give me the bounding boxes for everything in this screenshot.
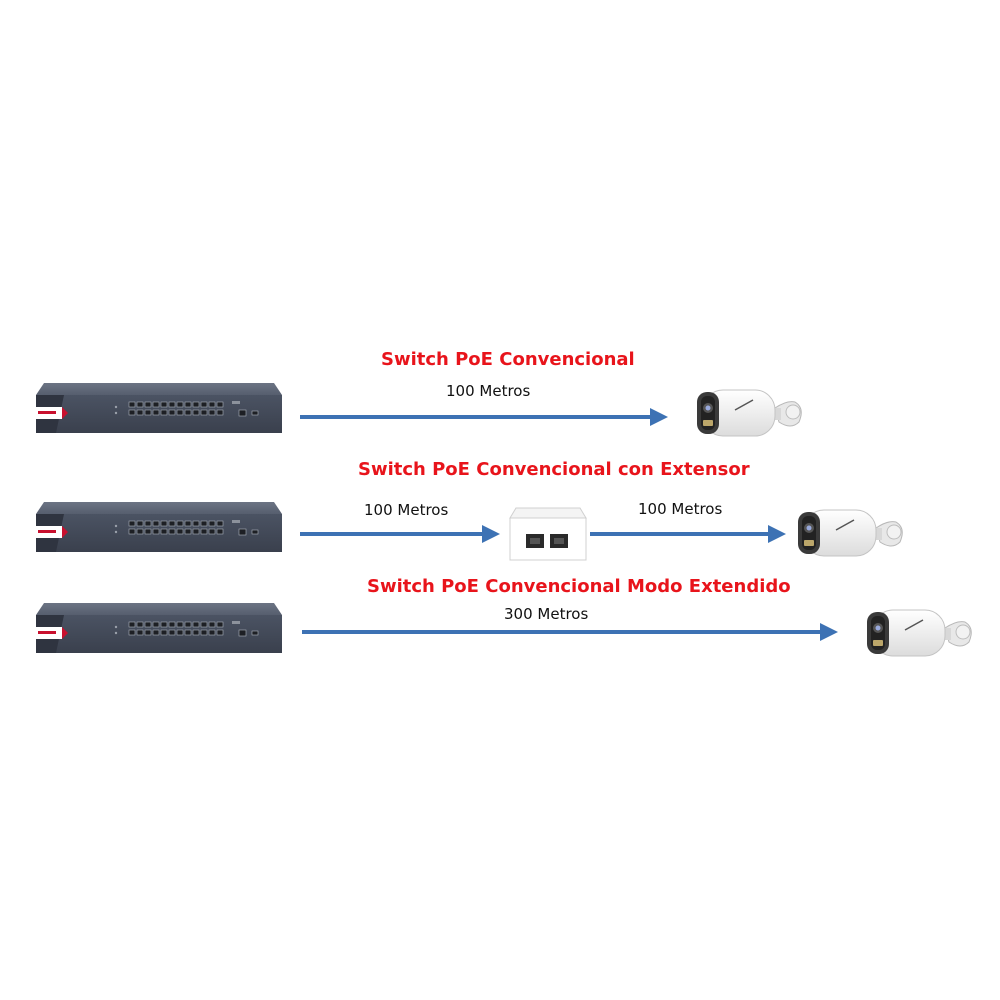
row1-title: Switch PoE Convencional xyxy=(381,349,635,370)
row1-switch xyxy=(35,383,283,434)
row1-arrow xyxy=(300,408,668,426)
row1-distance-label: 100 Metros xyxy=(446,382,531,400)
poe-switch-icon xyxy=(35,502,283,553)
row3-distance-label: 300 Metros xyxy=(504,605,589,623)
row2-distance-label-1: 100 Metros xyxy=(364,501,449,519)
row3-camera xyxy=(866,609,972,657)
row3-title: Switch PoE Convencional Modo Extendido xyxy=(367,576,791,597)
row2-distance-label-2: 100 Metros xyxy=(638,500,723,518)
row2-arrow-1 xyxy=(300,525,500,543)
bullet-camera-icon xyxy=(797,509,903,557)
row3-switch xyxy=(35,603,283,654)
row3-arrow xyxy=(302,623,838,641)
poe-switch-icon xyxy=(35,383,283,434)
row2-title: Switch PoE Convencional con Extensor xyxy=(358,459,750,480)
row1-camera xyxy=(696,389,802,437)
row2-arrow-2 xyxy=(590,525,786,543)
row2-extender xyxy=(509,507,587,561)
bullet-camera-icon xyxy=(866,609,972,657)
poe-switch-icon xyxy=(35,603,283,654)
row2-camera xyxy=(797,509,903,557)
poe-extender-icon xyxy=(509,507,587,561)
row2-switch xyxy=(35,502,283,553)
bullet-camera-icon xyxy=(696,389,802,437)
